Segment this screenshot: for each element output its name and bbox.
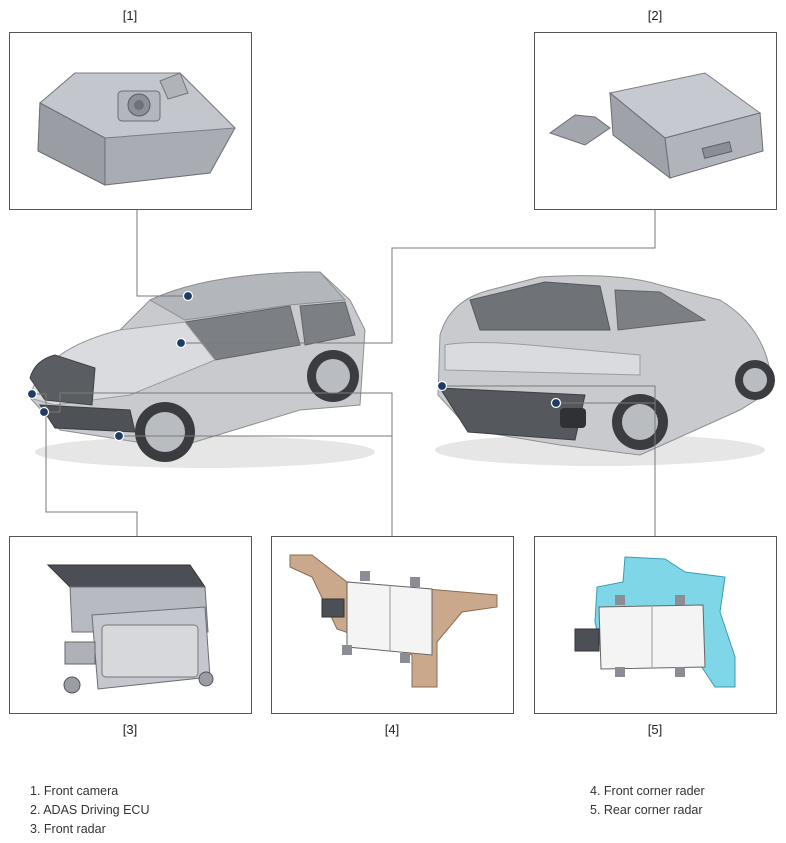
rear-vehicle-illustration	[435, 275, 775, 466]
legend-item-3: 3. Front radar	[30, 822, 106, 836]
callout-label-4: [4]	[384, 722, 400, 737]
front-camera-illustration	[37, 72, 237, 186]
callout-label-3: [3]	[122, 722, 138, 737]
front-corner-radar-illustration	[289, 554, 498, 688]
leader-line-2	[181, 210, 656, 344]
front-radar-frame	[9, 536, 252, 714]
leader-line-3	[32, 393, 138, 536]
callout-label-1: [1]	[122, 8, 138, 23]
pointer-dots	[26, 290, 562, 442]
rear-corner-radar-illustration	[574, 556, 736, 688]
pointer-dot-adas-ecu	[175, 337, 187, 349]
pointer-dot-rear-corner-right	[550, 397, 562, 409]
pointer-dot-front-corner-right	[113, 430, 125, 442]
legend-item-4: 4. Front corner rader	[590, 784, 705, 798]
front-corner-radar-frame	[271, 536, 514, 714]
front-vehicle-illustration	[29, 271, 375, 468]
pointer-dot-front-camera	[182, 290, 194, 302]
leader-line-4a	[44, 392, 393, 536]
leader-line-5a	[442, 385, 656, 536]
adas-ecu-illustration	[548, 72, 764, 180]
front-radar-illustration	[46, 564, 214, 694]
leader-line-1	[136, 210, 188, 297]
rear-corner-radar-frame	[534, 536, 777, 714]
legend-item-1: 1. Front camera	[30, 784, 119, 798]
pointer-dot-front-corner-left	[38, 406, 50, 418]
adas-ecu-frame	[534, 32, 777, 210]
pointer-dot-front-radar	[26, 388, 38, 400]
legend-item-2: 2. ADAS Driving ECU	[30, 803, 150, 817]
legend-right: 4. Front corner rader 5. Rear corner rad…	[590, 782, 705, 820]
front-camera-frame	[9, 32, 252, 210]
legend-left: 1. Front camera 2. ADAS Driving ECU 3. F…	[30, 782, 149, 839]
legend-item-5: 5. Rear corner radar	[590, 803, 703, 817]
pointer-dot-rear-corner-left	[436, 380, 448, 392]
leader-lines	[32, 210, 656, 536]
callout-label-2: [2]	[647, 8, 663, 23]
callout-label-5: [5]	[647, 722, 663, 737]
